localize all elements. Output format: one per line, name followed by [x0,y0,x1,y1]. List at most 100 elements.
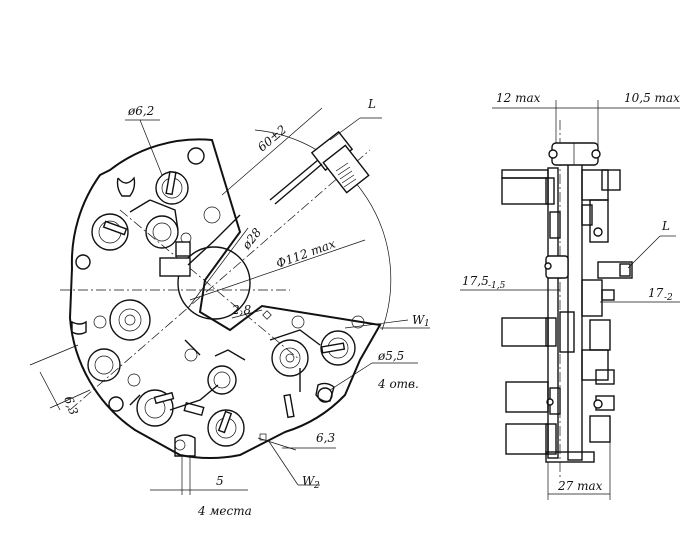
dim-d112-line [189,239,366,301]
side-lower-block [589,319,611,351]
side-right-block [549,211,561,239]
side-right-block [601,169,621,191]
label-d5-5: ø5,5 [377,349,404,363]
label-5: 5 [216,474,224,488]
diode-boss [124,314,136,326]
label-side-17-tol: -2 [664,293,673,303]
label-6-3-left: 6,3 [61,394,81,417]
label-w2: W [302,474,316,488]
diode-boss [207,365,237,395]
side-lower-standoff [501,317,549,347]
strap [129,394,141,406]
side-mid-block [601,289,615,301]
label-holes-4: 4 отв. [377,377,419,391]
label-6-3-right: 6,3 [316,431,335,445]
label-w2-sub: 2 [313,481,320,491]
lead-leader [329,117,361,141]
label-side-12max: 12 max [496,91,541,105]
side-lead-connector [619,263,631,277]
dim-6-3-left-a [29,344,79,366]
mounting-hole [317,387,333,403]
diode-boss [87,348,121,382]
mounting-hole [203,206,221,224]
side-top-bolt-head [591,149,601,159]
side-lead-leader [627,235,661,269]
connection-straps [129,199,321,411]
notch-top [116,176,136,197]
mounting-hole [174,439,186,451]
diode-boss [94,355,114,375]
side-top-bolt-head [548,149,558,159]
side-center-bolt-head [544,262,552,270]
strap [184,339,201,356]
mounting-holes [75,147,365,451]
strap [214,349,246,361]
side-main-plate [547,167,559,459]
label-2-8: 2,8 [231,303,251,317]
terminal-clip [217,410,233,434]
diode-boss [207,409,245,447]
side-right-block [581,169,609,201]
dim-2-8-line [231,309,263,319]
mounting-hole [187,147,205,165]
label-places-4: 4 места [197,504,252,518]
label-d6-2: ø6,2 [127,104,154,118]
envelope-arc [254,129,392,331]
mounting-hole [291,315,305,329]
notch-left [71,320,87,335]
terminal-clip [175,241,191,257]
side-upper-standoff [501,177,549,205]
side-lower-block [589,415,611,443]
side-top-bolt [551,142,599,166]
connector-housing [322,144,370,194]
connector-coil [335,162,357,188]
side-bottom-standoff [505,381,549,413]
diode-boss [213,371,231,389]
lead-wire [269,159,319,201]
front-view: ø6,2 60±2 L ø28 Ф112 max 2,8 W [29,97,430,518]
label-side-17-5-tol: -1,5 [488,281,506,291]
side-mid-block [581,279,603,317]
leader-d6-2 [139,119,163,176]
label-d28: ø28 [239,225,265,252]
terminal-clips [102,170,346,434]
front-dimensions: ø6,2 60±2 L ø28 Ф112 max 2,8 W [29,97,430,518]
diode-bosses [87,171,356,447]
side-base [545,451,595,463]
label-lead: L [367,97,376,111]
dim-6-3-left-c [39,371,61,411]
mounting-hole [184,348,198,362]
side-bottom-standoff [545,423,557,455]
side-view: 12 max 10,5 max L 17,5 -1,5 17 -2 [460,91,680,500]
strap [269,329,321,346]
label-60: 60±2 [255,122,289,154]
front-plate-outline [68,138,382,460]
diode-boss [271,339,309,377]
side-lower-standoff [545,317,557,347]
label-side-lead: L [661,219,670,233]
centerline-diag-1 [69,149,371,411]
dim-d28-line [187,227,249,309]
mounting-hole [351,315,365,329]
diode-boss [91,213,129,251]
side-lower-block [595,369,615,385]
label-side-17: 17 [648,286,664,300]
side-right-block [589,199,609,243]
dim-60-line [221,107,323,196]
strap [187,214,241,266]
mounting-hole [75,254,91,270]
side-upper-standoff [501,169,549,179]
side-bottom-standoff [505,423,549,455]
leader-d5-5 [329,362,373,391]
mounting-hole [93,315,107,329]
diode-boss [320,330,356,366]
diode-boss [118,308,142,332]
diode-boss [136,389,174,427]
label-side-10-5max: 10,5 max [624,91,680,105]
side-lower-pin [593,399,603,409]
dim-6-3-right-marker [259,433,267,441]
dim-6-3-left-b [49,389,91,409]
terminal-clip [102,220,128,236]
dim-2-8-marker [262,310,272,320]
